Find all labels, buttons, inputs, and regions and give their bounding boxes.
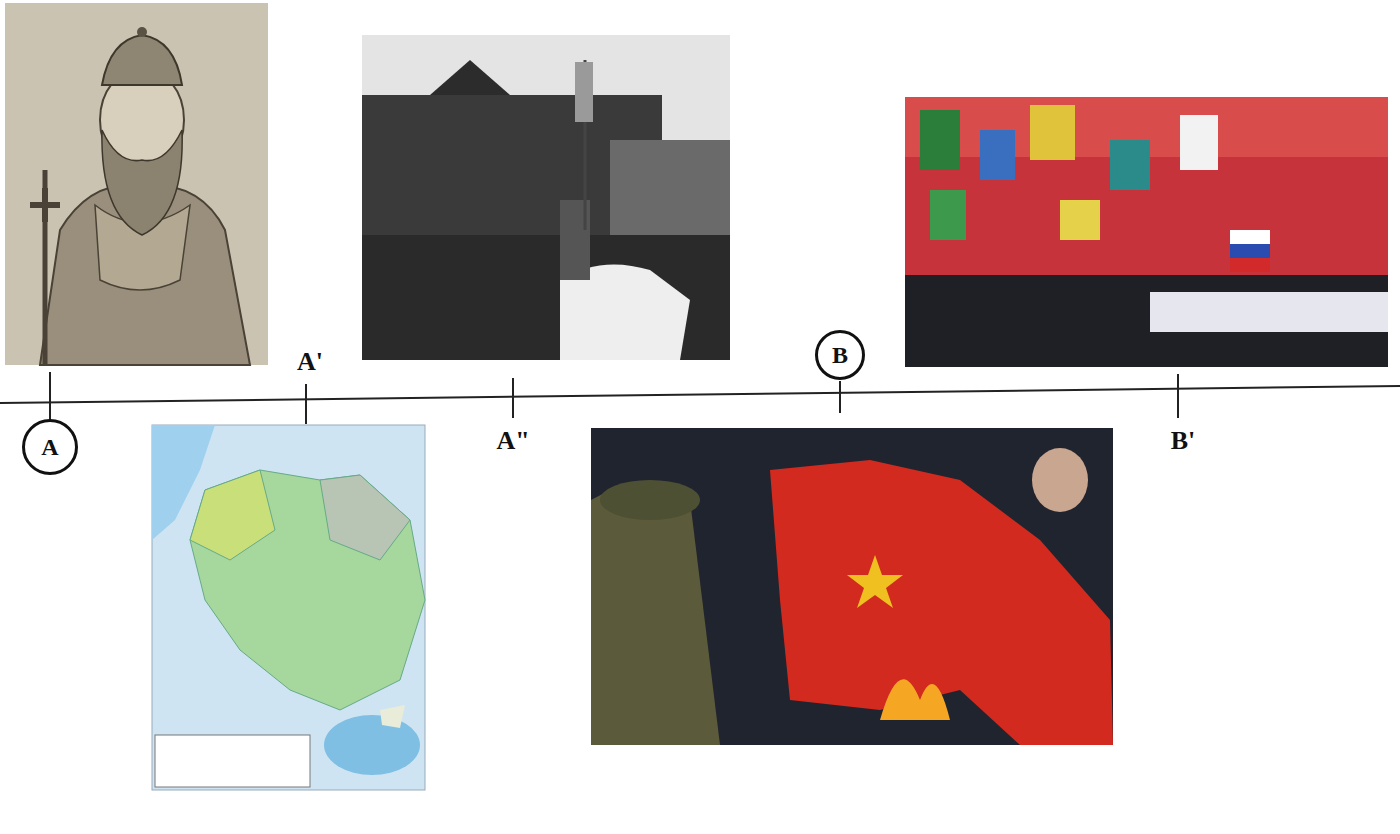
photo-crowd (362, 235, 730, 360)
flag-burning-photo (591, 428, 1113, 745)
historical-map (152, 425, 425, 790)
rally-flag (1110, 140, 1150, 190)
timeline-tick (512, 378, 514, 418)
map-legend-box (155, 735, 310, 787)
portrait-engraving (5, 3, 268, 365)
timeline-label: A" (496, 428, 529, 454)
map-frame (152, 425, 425, 790)
map-region (320, 475, 410, 560)
timeline-tick (49, 372, 51, 421)
timeline-tick (839, 381, 841, 413)
rally-flag-stripe (1230, 258, 1270, 272)
photo-soldier (591, 485, 720, 745)
photo-face (1032, 448, 1088, 512)
timeline-axis (0, 386, 1400, 403)
rally-flag (980, 130, 1015, 180)
rally-ground (905, 97, 1388, 367)
photo-ground (591, 428, 1113, 745)
marker-letter: B (832, 343, 848, 367)
rally-flag (920, 110, 960, 170)
timeline-label: B' (1171, 428, 1196, 454)
rally-flag (930, 190, 966, 240)
timeline-tick (1177, 374, 1179, 418)
photo-flame (880, 679, 950, 720)
photo-ground (362, 35, 730, 360)
photo-cap (600, 480, 700, 520)
timeline-tick (305, 384, 307, 424)
timeline-label: A' (297, 349, 323, 375)
photo-dome (430, 60, 510, 95)
map-crimea (380, 705, 405, 728)
photo-star (847, 555, 903, 608)
portrait-ground (5, 3, 268, 365)
timeline-marker-circle: A (22, 419, 78, 475)
rally-flag-stripe (1230, 244, 1270, 258)
map-black-sea (324, 715, 420, 775)
marker-letter: A (41, 435, 58, 459)
map-core (190, 470, 275, 560)
photo-building (610, 140, 730, 250)
portrait-beard (102, 130, 182, 235)
photo-flag (575, 62, 593, 122)
street-photo (362, 35, 730, 360)
portrait-cross (30, 188, 60, 222)
rally-flag (1060, 200, 1100, 240)
map-ground (152, 425, 425, 790)
rally-crowd (905, 275, 1388, 367)
portrait-crown (102, 35, 182, 85)
rally-flag (1030, 105, 1075, 160)
timeline-marker-circle: B (815, 330, 865, 380)
rally-banner (1150, 292, 1388, 332)
rally-flag (1180, 115, 1218, 170)
map-territory (190, 470, 425, 710)
rally-photo (905, 97, 1388, 367)
rally-flag-stripe (1230, 230, 1270, 244)
portrait-crown-knob (137, 27, 147, 37)
